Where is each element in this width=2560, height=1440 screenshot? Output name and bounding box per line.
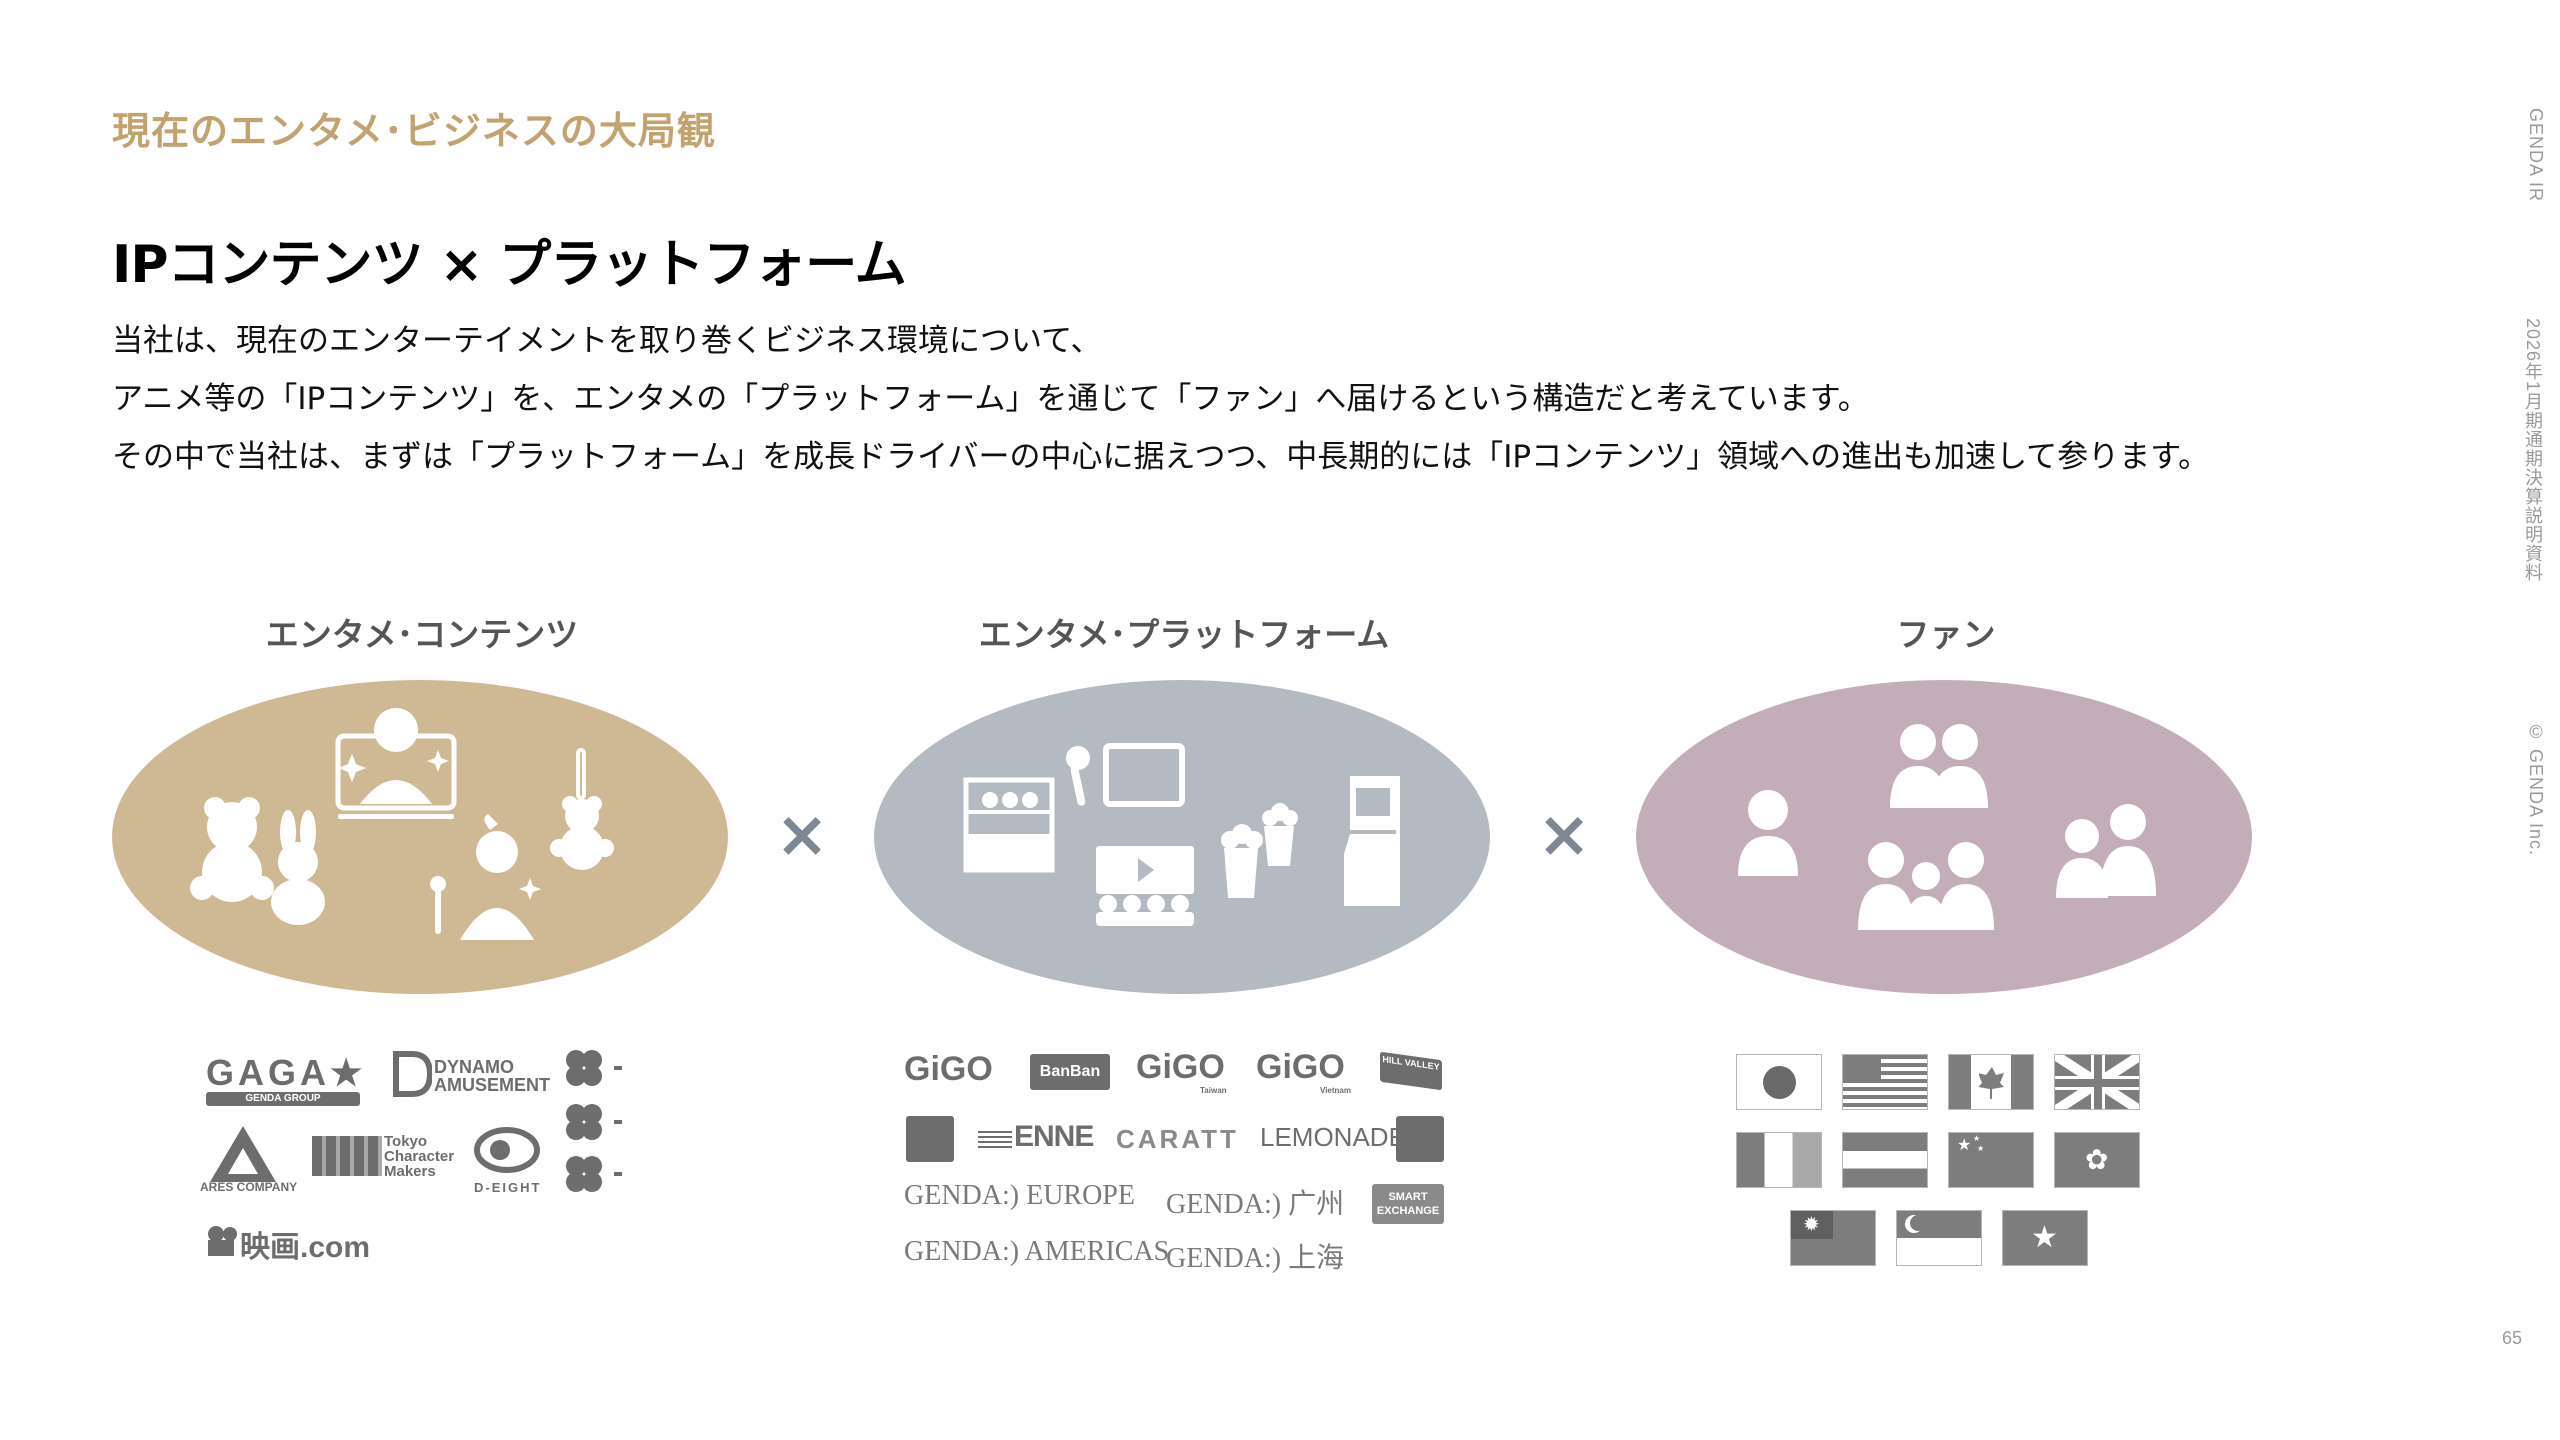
person-icon: [1738, 790, 1798, 876]
dynamo-mark-icon: [393, 1051, 432, 1097]
theater-icon: [1096, 846, 1194, 926]
banban-logo: BanBan: [1030, 1054, 1110, 1090]
times-operator-2: ×: [1537, 798, 1591, 872]
uk-flag-icon: [2054, 1054, 2140, 1110]
ireland-flag-icon: [1736, 1132, 1822, 1188]
gaga-subtitle: GENDA GROUP: [206, 1092, 360, 1106]
streamer-icon: [335, 708, 457, 819]
china-flag-icon: ★ ★ ★: [1948, 1132, 2034, 1188]
side-brand-label: GENDA IR: [2526, 108, 2546, 203]
usa-flag-icon: [1842, 1054, 1928, 1110]
side-copyright: © GENDA Inc.: [2526, 722, 2546, 857]
enne-logo: ENNE: [1014, 1120, 1094, 1153]
intro-paragraph: 当社は、現在のエンターテイメントを取り巻くビジネス環境について、 アニメ等の「I…: [112, 312, 2312, 486]
gigo-vietnam-sub: Vietnam: [1320, 1086, 1351, 1095]
gigo-taiwan-logo: GiGO: [1136, 1048, 1225, 1086]
pair-icon: [2056, 804, 2156, 898]
singer-icon: [430, 814, 541, 940]
times-operator-1: ×: [775, 798, 829, 872]
enne-mark-icon: [978, 1128, 1012, 1148]
intro-line-3: その中で当社は、まずは「プラットフォーム」を成長ドライバーの中心に据えつつ、中長…: [112, 439, 2210, 475]
arcade-brand-logo-icon: [1396, 1116, 1444, 1162]
gigo-vietnam-logo: GiGO: [1256, 1048, 1345, 1086]
contents-ellipse: [112, 680, 728, 994]
teddy-bear-icon: [190, 797, 274, 902]
tv-icon: [1103, 743, 1185, 807]
taiwan-flag-icon: ✹: [1790, 1210, 1876, 1266]
keychain-bear-icon: [550, 748, 614, 870]
caratt-logo: CARATT: [1116, 1124, 1239, 1154]
intro-line-2: アニメ等の「IPコンテンツ」を、エンタメの「プラットフォーム」を通じて「ファン」…: [112, 381, 1869, 417]
smart-exchange-logo: SMART EXCHANGE: [1372, 1184, 1444, 1224]
vietnam-flag-icon: ★: [2002, 1210, 2088, 1266]
bunny-icon: [271, 810, 325, 925]
gigo-logo: GiGO: [904, 1050, 993, 1088]
heading-contents: エンタメ･コンテンツ: [265, 615, 579, 654]
gaga-logo: GAGA★: [206, 1052, 367, 1093]
genda-americas-logo: GENDA:) AMERICAS: [904, 1236, 1170, 1267]
platform-ellipse: [874, 680, 1490, 994]
couple-icon: [1890, 724, 1988, 808]
clover-logo-icon: [566, 1050, 622, 1192]
eiga-mark-icon: [208, 1226, 237, 1256]
japan-flag-icon: [1736, 1054, 1822, 1110]
deight-mark-icon: [474, 1127, 540, 1173]
genda-guangzhou-logo: GENDA:) 广州: [1166, 1189, 1345, 1220]
hong-kong-flag-icon: ✿: [2054, 1132, 2140, 1188]
crane-game-icon: [963, 777, 1055, 873]
tcm-logo-line1: Tokyo: [384, 1133, 428, 1150]
popcorn-icon: [1221, 803, 1298, 898]
ares-logo: ARES COMPANY: [200, 1180, 298, 1194]
intro-line-1: 当社は、現在のエンターテイメントを取り巻くビジネス環境について、: [112, 323, 1102, 359]
fan-ellipse: [1636, 680, 2252, 994]
gigo-taiwan-sub: Taiwan: [1200, 1086, 1227, 1095]
hill-valley-logo: HILL VALLEY: [1380, 1051, 1442, 1091]
netherlands-flag-icon: [1842, 1132, 1928, 1188]
page-number: 65: [2501, 1328, 2522, 1348]
section-label: 現在のエンタメ･ビジネスの大局観: [112, 109, 716, 153]
ares-mark-icon: [210, 1126, 276, 1182]
side-document-label: 2026年1月期通期決算説明資料: [2523, 318, 2543, 583]
heading-fan: ファン: [1896, 615, 1996, 654]
deight-logo: D-EIGHT: [474, 1180, 542, 1195]
arcade-cabinet-icon: [1344, 776, 1400, 906]
genda-europe-logo: GENDA:) EUROPE: [904, 1180, 1135, 1211]
genda-shanghai-logo: GENDA:) 上海: [1166, 1243, 1345, 1274]
fishing-logo-icon: [906, 1116, 954, 1162]
tcm-logo-line3: Makers: [384, 1163, 436, 1180]
heading-platform: エンタメ･プラットフォーム: [978, 615, 1390, 654]
canada-flag-icon: [1948, 1054, 2034, 1110]
tcm-logo-line2: Character: [384, 1148, 455, 1165]
dynamo-logo-line1: DYNAMO: [434, 1057, 514, 1077]
microphone-icon: [1066, 746, 1090, 806]
lemonade-logo: LEMONADE: [1260, 1122, 1406, 1152]
dynamo-logo-line2: AMUSEMENT: [434, 1075, 550, 1095]
tcm-mark-icon: [312, 1136, 382, 1176]
page-title: IPコンテンツ × プラットフォーム: [112, 235, 907, 295]
singapore-flag-icon: [1896, 1210, 1982, 1266]
family-icon: [1858, 842, 1994, 930]
eiga-logo: 映画.com: [240, 1231, 371, 1264]
